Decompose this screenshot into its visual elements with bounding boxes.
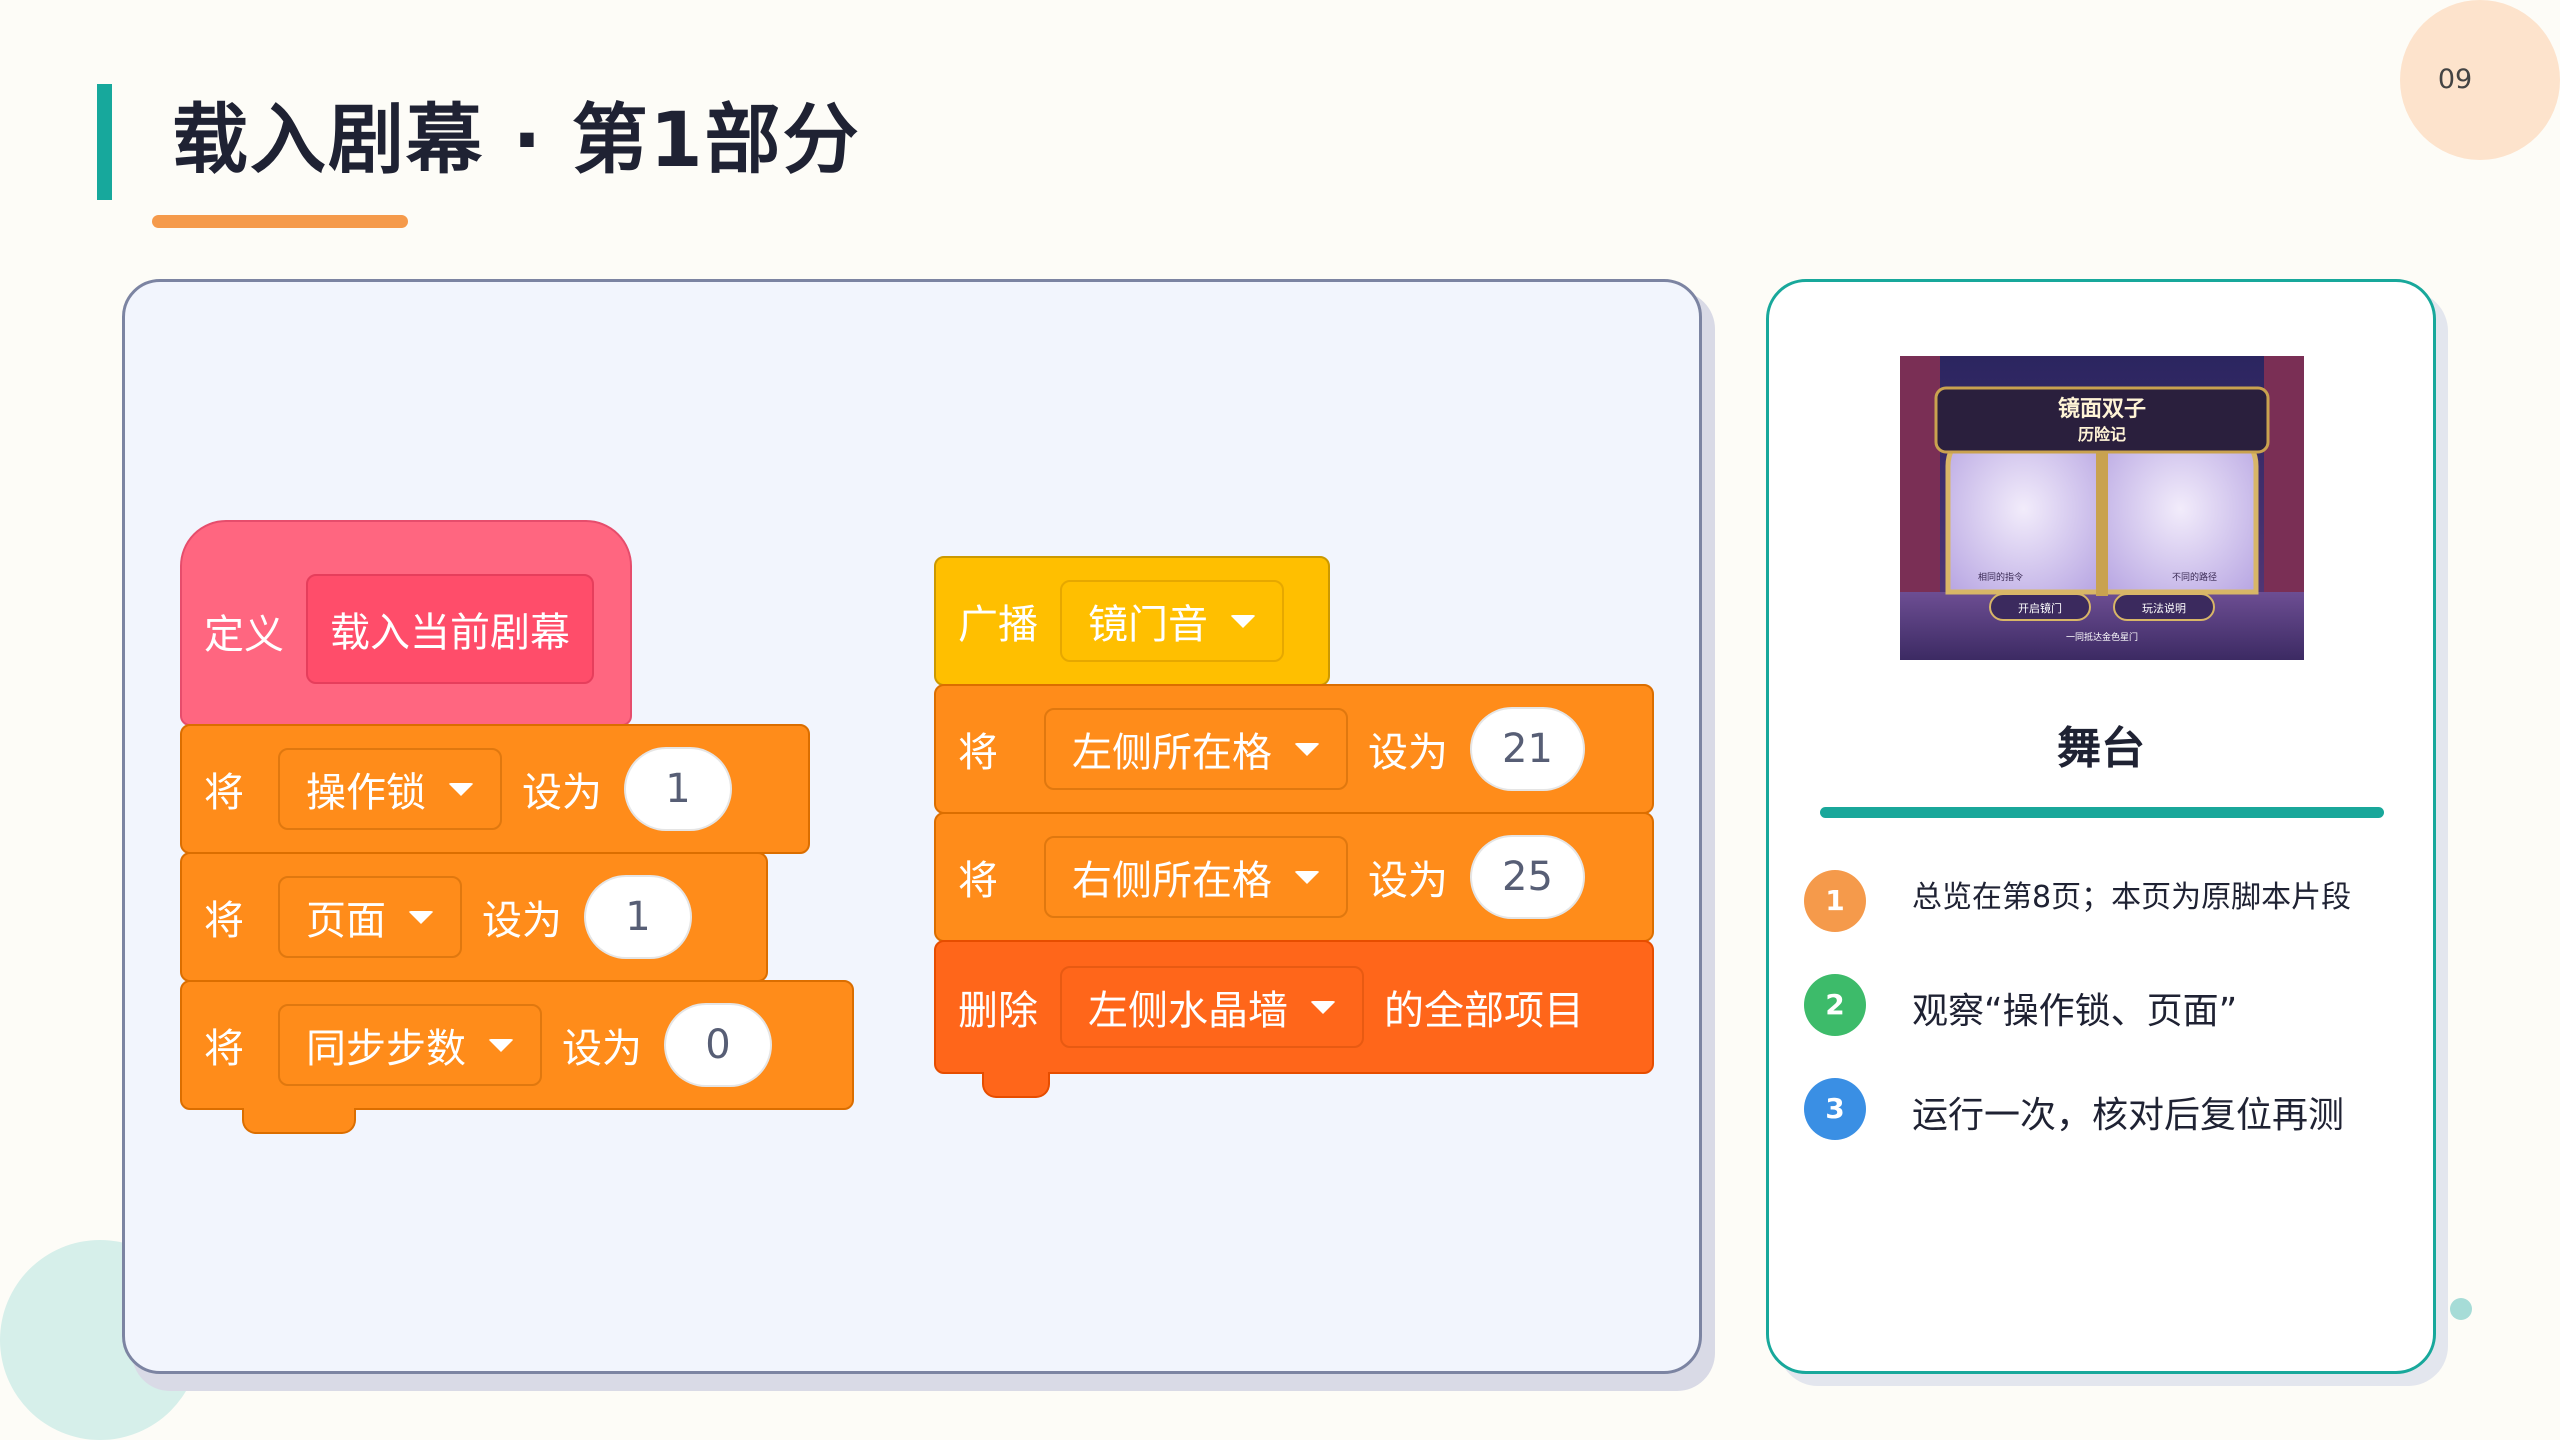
- set-block-operation-lock[interactable]: 将 操作锁 设为 1: [180, 724, 810, 854]
- set-to-label: 设为: [1368, 858, 1448, 904]
- message-dropdown[interactable]: 镜门音: [1060, 580, 1284, 662]
- thumbnail-start-button: 开启镜门: [2018, 601, 2062, 615]
- step-number-badge: 3: [1804, 1078, 1866, 1140]
- message-name: 镜门音: [1088, 602, 1208, 648]
- thumbnail-left-hint: 相同的指令: [1978, 571, 2023, 583]
- chevron-down-icon: [488, 1038, 514, 1052]
- block-bottom-notch: [242, 1108, 356, 1134]
- value-text: 25: [1502, 854, 1553, 900]
- block-bottom-notch: [982, 1072, 1050, 1098]
- delete-keyword: 删除: [958, 988, 1038, 1034]
- chevron-down-icon: [408, 910, 434, 924]
- value-text: 0: [705, 1022, 731, 1068]
- variable-name: 右侧所在格: [1072, 858, 1272, 904]
- broadcast-keyword: 广播: [958, 602, 1038, 648]
- stage-divider: [1820, 807, 2384, 818]
- chevron-down-icon: [1294, 742, 1320, 756]
- decorative-dot-right: [2450, 1298, 2472, 1320]
- chevron-down-icon: [1310, 1000, 1336, 1014]
- broadcast-block[interactable]: 广播 镜门音: [934, 556, 1330, 686]
- set-block-page[interactable]: 将 页面 设为 1: [180, 852, 768, 982]
- thumbnail-subtitle: 历险记: [2078, 425, 2126, 444]
- variable-name: 操作锁: [306, 770, 426, 816]
- stage-scene-image: 镜面双子 历险记 相同的指令 不同的路径 开启镜门 玩法说明 一同抵达金色星门: [1900, 356, 2304, 660]
- variable-dropdown[interactable]: 页面: [278, 876, 462, 958]
- thumbnail-title: 镜面双子: [2058, 396, 2146, 422]
- variable-dropdown[interactable]: 左侧所在格: [1044, 708, 1348, 790]
- set-keyword: 将: [958, 858, 998, 904]
- variable-name: 左侧所在格: [1072, 730, 1272, 776]
- define-block[interactable]: 定义 载入当前剧幕: [180, 520, 632, 726]
- chevron-down-icon: [1294, 870, 1320, 884]
- step-text: 运行一次，核对后复位再测: [1912, 1095, 2345, 1136]
- variable-dropdown[interactable]: 同步步数: [278, 1004, 542, 1086]
- page-number-badge: [2400, 0, 2560, 160]
- thumbnail-help-button: 玩法说明: [2142, 601, 2186, 615]
- delete-all-of-list-block[interactable]: 删除 左侧水晶墙 的全部项目: [934, 940, 1654, 1098]
- variable-dropdown[interactable]: 操作锁: [278, 748, 502, 830]
- thumbnail-right-hint: 不同的路径: [2172, 571, 2217, 583]
- all-items-label: 的全部项目: [1384, 988, 1584, 1034]
- chevron-down-icon: [448, 782, 474, 796]
- value-input[interactable]: 1: [584, 875, 692, 959]
- value-text: 21: [1502, 726, 1553, 772]
- procedure-name: 载入当前剧幕: [330, 610, 570, 656]
- set-keyword: 将: [204, 770, 244, 816]
- set-keyword: 将: [958, 730, 998, 776]
- set-keyword: 将: [204, 898, 244, 944]
- variable-dropdown[interactable]: 右侧所在格: [1044, 836, 1348, 918]
- variable-name: 同步步数: [306, 1026, 466, 1072]
- value-input[interactable]: 0: [664, 1003, 772, 1087]
- variable-name: 页面: [306, 898, 386, 944]
- set-to-label: 设为: [1368, 730, 1448, 776]
- page-number: 09: [2437, 64, 2473, 95]
- page-title: 载入剧幕 · 第1部分: [172, 95, 861, 184]
- value-input[interactable]: 1: [624, 747, 732, 831]
- step-number-badge: 2: [1804, 974, 1866, 1036]
- set-to-label: 设为: [522, 770, 602, 816]
- list-dropdown[interactable]: 左侧水晶墙: [1060, 966, 1364, 1048]
- value-input[interactable]: 21: [1470, 707, 1585, 791]
- set-block-sync-steps[interactable]: 将 同步步数 设为 0: [180, 980, 854, 1134]
- set-block-left-cell[interactable]: 将 左侧所在格 设为 21: [934, 684, 1654, 814]
- step-text: 观察“操作锁、页面”: [1912, 991, 2238, 1032]
- set-keyword: 将: [204, 1026, 244, 1072]
- step-number-badge: 1: [1804, 870, 1866, 932]
- set-to-label: 设为: [482, 898, 562, 944]
- chevron-down-icon: [1230, 614, 1256, 628]
- title-underline: [152, 215, 408, 228]
- define-keyword: 定义: [204, 612, 284, 658]
- set-block-right-cell[interactable]: 将 右侧所在格 设为 25: [934, 812, 1654, 942]
- value-text: 1: [625, 894, 651, 940]
- set-to-label: 设为: [562, 1026, 642, 1072]
- value-input[interactable]: 25: [1470, 835, 1585, 919]
- stage-label: 舞台: [2057, 723, 2145, 774]
- step-text: 总览在第8页；本页为原脚本片段: [1912, 880, 2352, 915]
- title-accent-bar: [97, 84, 112, 200]
- thumbnail-footer: 一同抵达金色星门: [2066, 631, 2138, 643]
- stage-thumbnail[interactable]: 镜面双子 历险记 相同的指令 不同的路径 开启镜门 玩法说明 一同抵达金色星门: [1900, 356, 2304, 660]
- value-text: 1: [665, 766, 691, 812]
- list-name: 左侧水晶墙: [1088, 988, 1288, 1034]
- procedure-name-slot: 载入当前剧幕: [306, 574, 594, 684]
